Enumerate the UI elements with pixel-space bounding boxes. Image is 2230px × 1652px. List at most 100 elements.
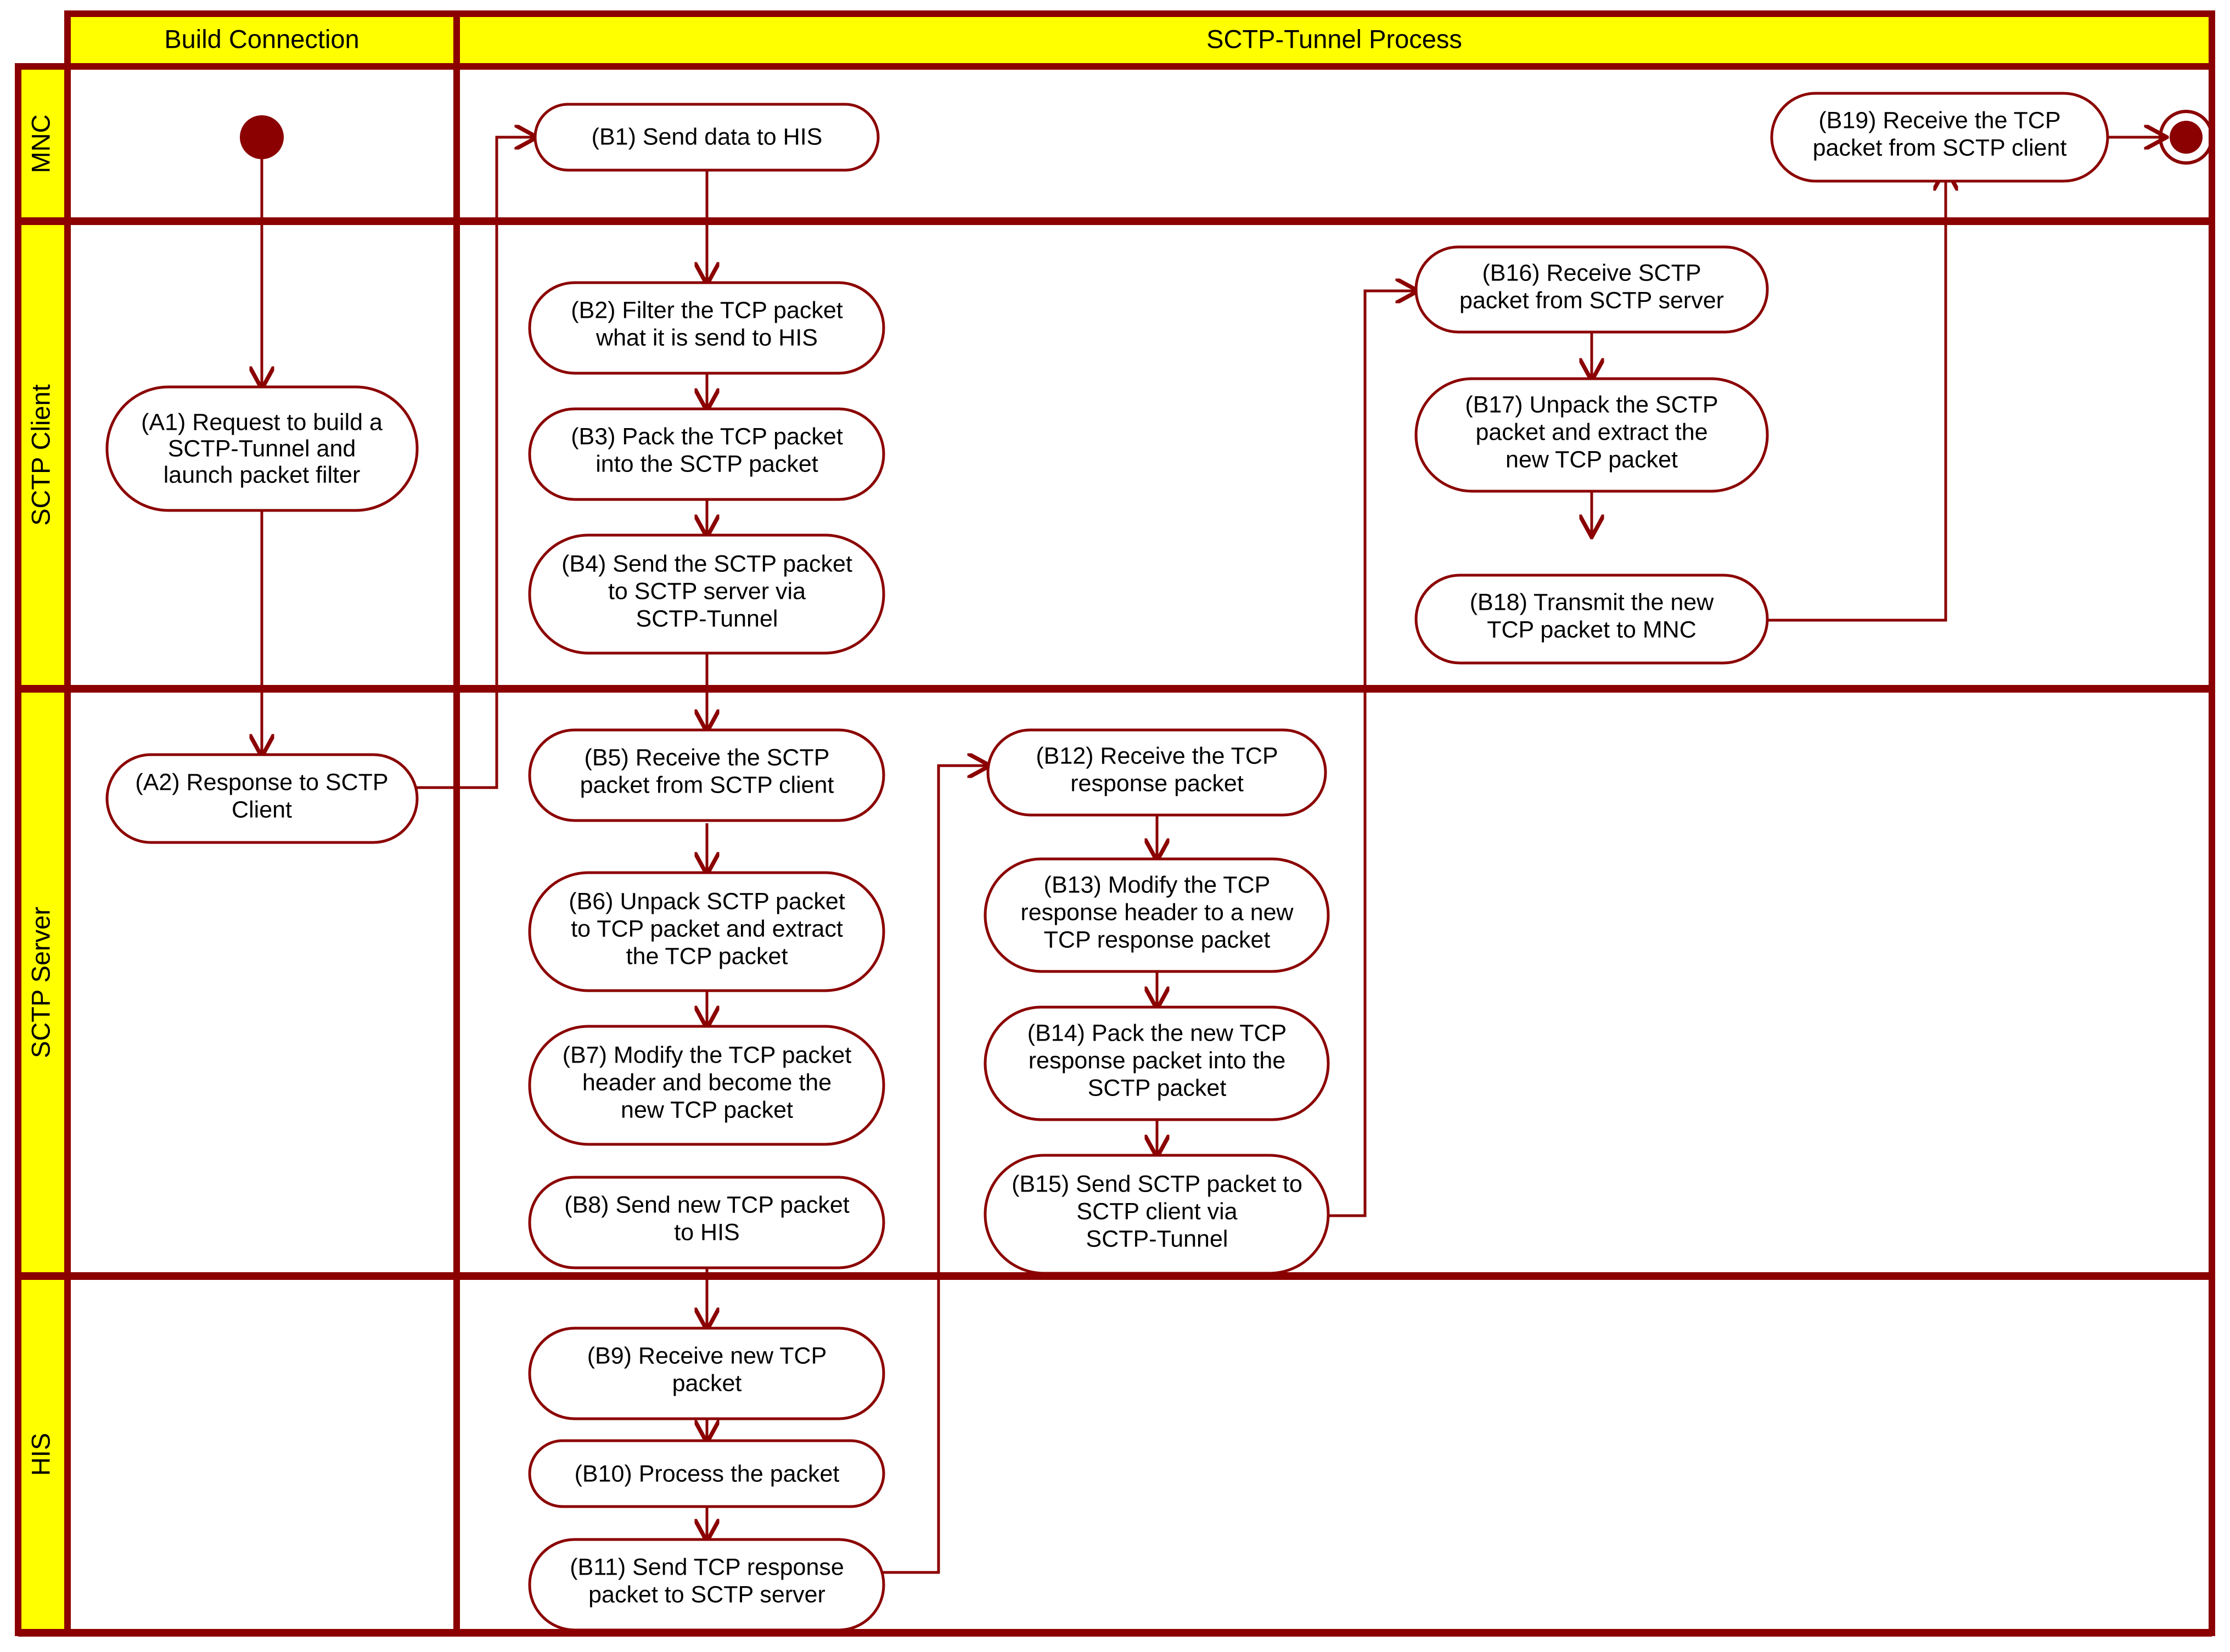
activity-node-B3-shape[interactable] xyxy=(528,407,885,501)
edge-B15-to-B16 xyxy=(1327,291,1416,1217)
end-node-ring-icon xyxy=(2159,110,2214,165)
activity-node-B13-shape[interactable] xyxy=(984,857,1330,973)
activity-node-B19[interactable]: (B19) Receive the TCP packet from SCTP c… xyxy=(1770,92,2109,183)
lane-header-band: MNC SCTP Client SCTP Server HIS xyxy=(15,63,71,1636)
activity-node-B2[interactable]: (B2) Filter the TCP packet what it is se… xyxy=(528,281,885,375)
activity-node-B12-line-2: response packet xyxy=(1070,770,1244,796)
activity-node-B5[interactable]: (B5) Receive the SCTP packet from SCTP c… xyxy=(528,728,885,822)
activity-node-B15-shape[interactable] xyxy=(984,1154,1330,1275)
activity-node-B1[interactable]: (B1) Send data to HIS xyxy=(533,103,880,172)
activity-node-B15-line-2: SCTP client via xyxy=(1076,1198,1237,1224)
activity-node-B4[interactable]: (B4) Send the SCTP packet to SCTP server… xyxy=(528,533,885,655)
activity-node-B14-line-1: (B14) Pack the new TCP xyxy=(1027,1020,1287,1046)
activity-node-B11-shape[interactable] xyxy=(528,1538,885,1632)
activity-node-B3-line-2: into the SCTP packet xyxy=(596,451,818,477)
column-header-sctp-tunnel: SCTP-Tunnel Process xyxy=(1206,24,1462,53)
activity-node-B8-line-2: to HIS xyxy=(674,1219,740,1245)
activity-node-B7-shape[interactable] xyxy=(528,1025,885,1146)
activity-node-B17[interactable]: (B17) Unpack the SCTP packet and extract… xyxy=(1414,377,1769,493)
end-node-core-icon xyxy=(2170,121,2203,154)
activity-node-B5-line-2: packet from SCTP client xyxy=(580,772,834,798)
activity-node-B9-shape[interactable] xyxy=(528,1327,885,1420)
activity-node-B13-line-3: TCP response packet xyxy=(1044,926,1271,953)
activity-node-A2[interactable]: (A2) Response to SCTP Client xyxy=(105,753,419,844)
initial-node xyxy=(240,115,284,159)
activity-node-B6-line-1: (B6) Unpack SCTP packet xyxy=(569,888,845,914)
activity-node-B17-shape[interactable] xyxy=(1414,377,1769,493)
activity-node-A1[interactable]: (A1) Request to build a SCTP-Tunnel and … xyxy=(105,385,419,512)
activity-node-B3-line-1: (B3) Pack the TCP packet xyxy=(571,423,843,449)
activity-node-B8-shape[interactable] xyxy=(528,1176,885,1269)
activity-node-B8-line-1: (B8) Send new TCP packet xyxy=(564,1192,850,1218)
activity-node-B10[interactable]: (B10) Process the packet xyxy=(528,1439,885,1508)
activity-node-B12-shape[interactable] xyxy=(986,728,1327,817)
activity-node-B4-line-1: (B4) Send the SCTP packet xyxy=(561,550,852,577)
activity-node-B7-line-3: new TCP packet xyxy=(621,1097,793,1123)
activity-node-B18-line-2: TCP packet to MNC xyxy=(1487,616,1697,643)
activity-node-B19-shape[interactable] xyxy=(1770,92,2109,183)
activity-node-B12[interactable]: (B12) Receive the TCP response packet xyxy=(986,728,1327,817)
activity-node-B9[interactable]: (B9) Receive new TCP packet xyxy=(528,1327,885,1420)
activity-node-B16[interactable]: (B16) Receive SCTP packet from SCTP serv… xyxy=(1414,245,1769,334)
activity-node-B13[interactable]: (B13) Modify the TCP response header to … xyxy=(984,857,1330,973)
activity-node-B17-line-2: packet and extract the xyxy=(1475,419,1707,445)
activity-node-B10-line-1: (B10) Process the packet xyxy=(575,1460,840,1487)
activity-node-B18-shape[interactable] xyxy=(1414,574,1769,665)
activity-node-B16-shape[interactable] xyxy=(1414,245,1769,334)
lane-label-sctp-server: SCTP Server xyxy=(26,907,55,1058)
grid-outer-box xyxy=(64,63,2215,1636)
activity-node-B17-line-3: new TCP packet xyxy=(1506,446,1678,473)
activity-node-B1-line-1: (B1) Send data to HIS xyxy=(592,123,823,150)
activity-node-B13-line-1: (B13) Modify the TCP xyxy=(1044,872,1271,898)
activity-node-B16-line-1: (B16) Receive SCTP xyxy=(1482,260,1701,286)
activity-node-B4-shape[interactable] xyxy=(528,533,885,655)
activity-node-B10-shape[interactable] xyxy=(528,1439,885,1508)
activity-node-B9-line-1: (B9) Receive new TCP xyxy=(587,1342,827,1369)
edge-B11-to-B12 xyxy=(878,766,988,1574)
activity-node-B18[interactable]: (B18) Transmit the new TCP packet to MNC xyxy=(1414,574,1769,665)
activity-node-B11-line-1: (B11) Send TCP response xyxy=(570,1554,844,1580)
activity-node-A1-line-1: (A1) Request to build a xyxy=(141,409,383,435)
activity-node-B8[interactable]: (B8) Send new TCP packet to HIS xyxy=(528,1176,885,1269)
column-header-band: Build Connection SCTP-Tunnel Process xyxy=(64,10,2215,70)
activity-node-B14-line-2: response packet into the xyxy=(1029,1047,1286,1074)
activity-node-B6[interactable]: (B6) Unpack SCTP packet to TCP packet an… xyxy=(528,871,885,992)
column-header-build-connection: Build Connection xyxy=(164,24,359,53)
activity-node-A2-line-1: (A2) Response to SCTP xyxy=(135,769,388,795)
activity-node-A2-shape[interactable] xyxy=(105,753,419,844)
activity-node-B5-shape[interactable] xyxy=(528,728,885,822)
activity-node-B3[interactable]: (B3) Pack the TCP packet into the SCTP p… xyxy=(528,407,885,501)
activity-node-A1-line-2: SCTP-Tunnel and xyxy=(168,435,356,462)
activity-node-B7-line-2: header and become the xyxy=(582,1069,832,1095)
activity-node-B14-shape[interactable] xyxy=(984,1005,1330,1121)
activity-node-B7[interactable]: (B7) Modify the TCP packet header and be… xyxy=(528,1025,885,1146)
activity-node-B1-shape[interactable] xyxy=(533,103,880,172)
activity-node-B4-line-3: SCTP-Tunnel xyxy=(636,605,778,632)
activity-node-B6-shape[interactable] xyxy=(528,871,885,992)
activity-node-A1-line-3: launch packet filter xyxy=(164,462,361,488)
activity-node-B15-line-3: SCTP-Tunnel xyxy=(1086,1226,1228,1252)
activity-node-B2-line-1: (B2) Filter the TCP packet xyxy=(571,297,843,323)
activity-node-B15[interactable]: (B15) Send SCTP packet to SCTP client vi… xyxy=(984,1154,1330,1275)
activity-node-B5-line-1: (B5) Receive the SCTP xyxy=(585,744,830,771)
lane-label-mnc: MNC xyxy=(26,114,55,173)
activity-node-B14[interactable]: (B14) Pack the new TCP response packet i… xyxy=(984,1005,1330,1121)
activity-node-B7-line-1: (B7) Modify the TCP packet xyxy=(563,1042,852,1068)
activity-node-B14-line-3: SCTP packet xyxy=(1088,1075,1227,1101)
activity-node-B15-line-1: (B15) Send SCTP packet to xyxy=(1012,1171,1302,1197)
activity-node-B2-line-2: what it is send to HIS xyxy=(596,324,818,351)
edge-A2-to-B1 xyxy=(416,137,535,789)
final-node xyxy=(2159,110,2214,165)
lane-label-his: HIS xyxy=(26,1433,55,1476)
activity-node-B12-line-1: (B12) Receive the TCP xyxy=(1036,743,1278,769)
activity-node-B2-shape[interactable] xyxy=(528,281,885,375)
activity-node-B9-line-2: packet xyxy=(672,1370,742,1396)
activity-node-B4-line-2: to SCTP server via xyxy=(608,578,806,604)
edges-layer xyxy=(262,137,2165,1574)
activity-node-B17-line-1: (B17) Unpack the SCTP xyxy=(1465,391,1718,418)
activity-node-A2-line-2: Client xyxy=(232,796,292,823)
activity-node-B11[interactable]: (B11) Send TCP response packet to SCTP s… xyxy=(528,1538,885,1632)
activity-node-A1-shape[interactable] xyxy=(105,385,419,512)
